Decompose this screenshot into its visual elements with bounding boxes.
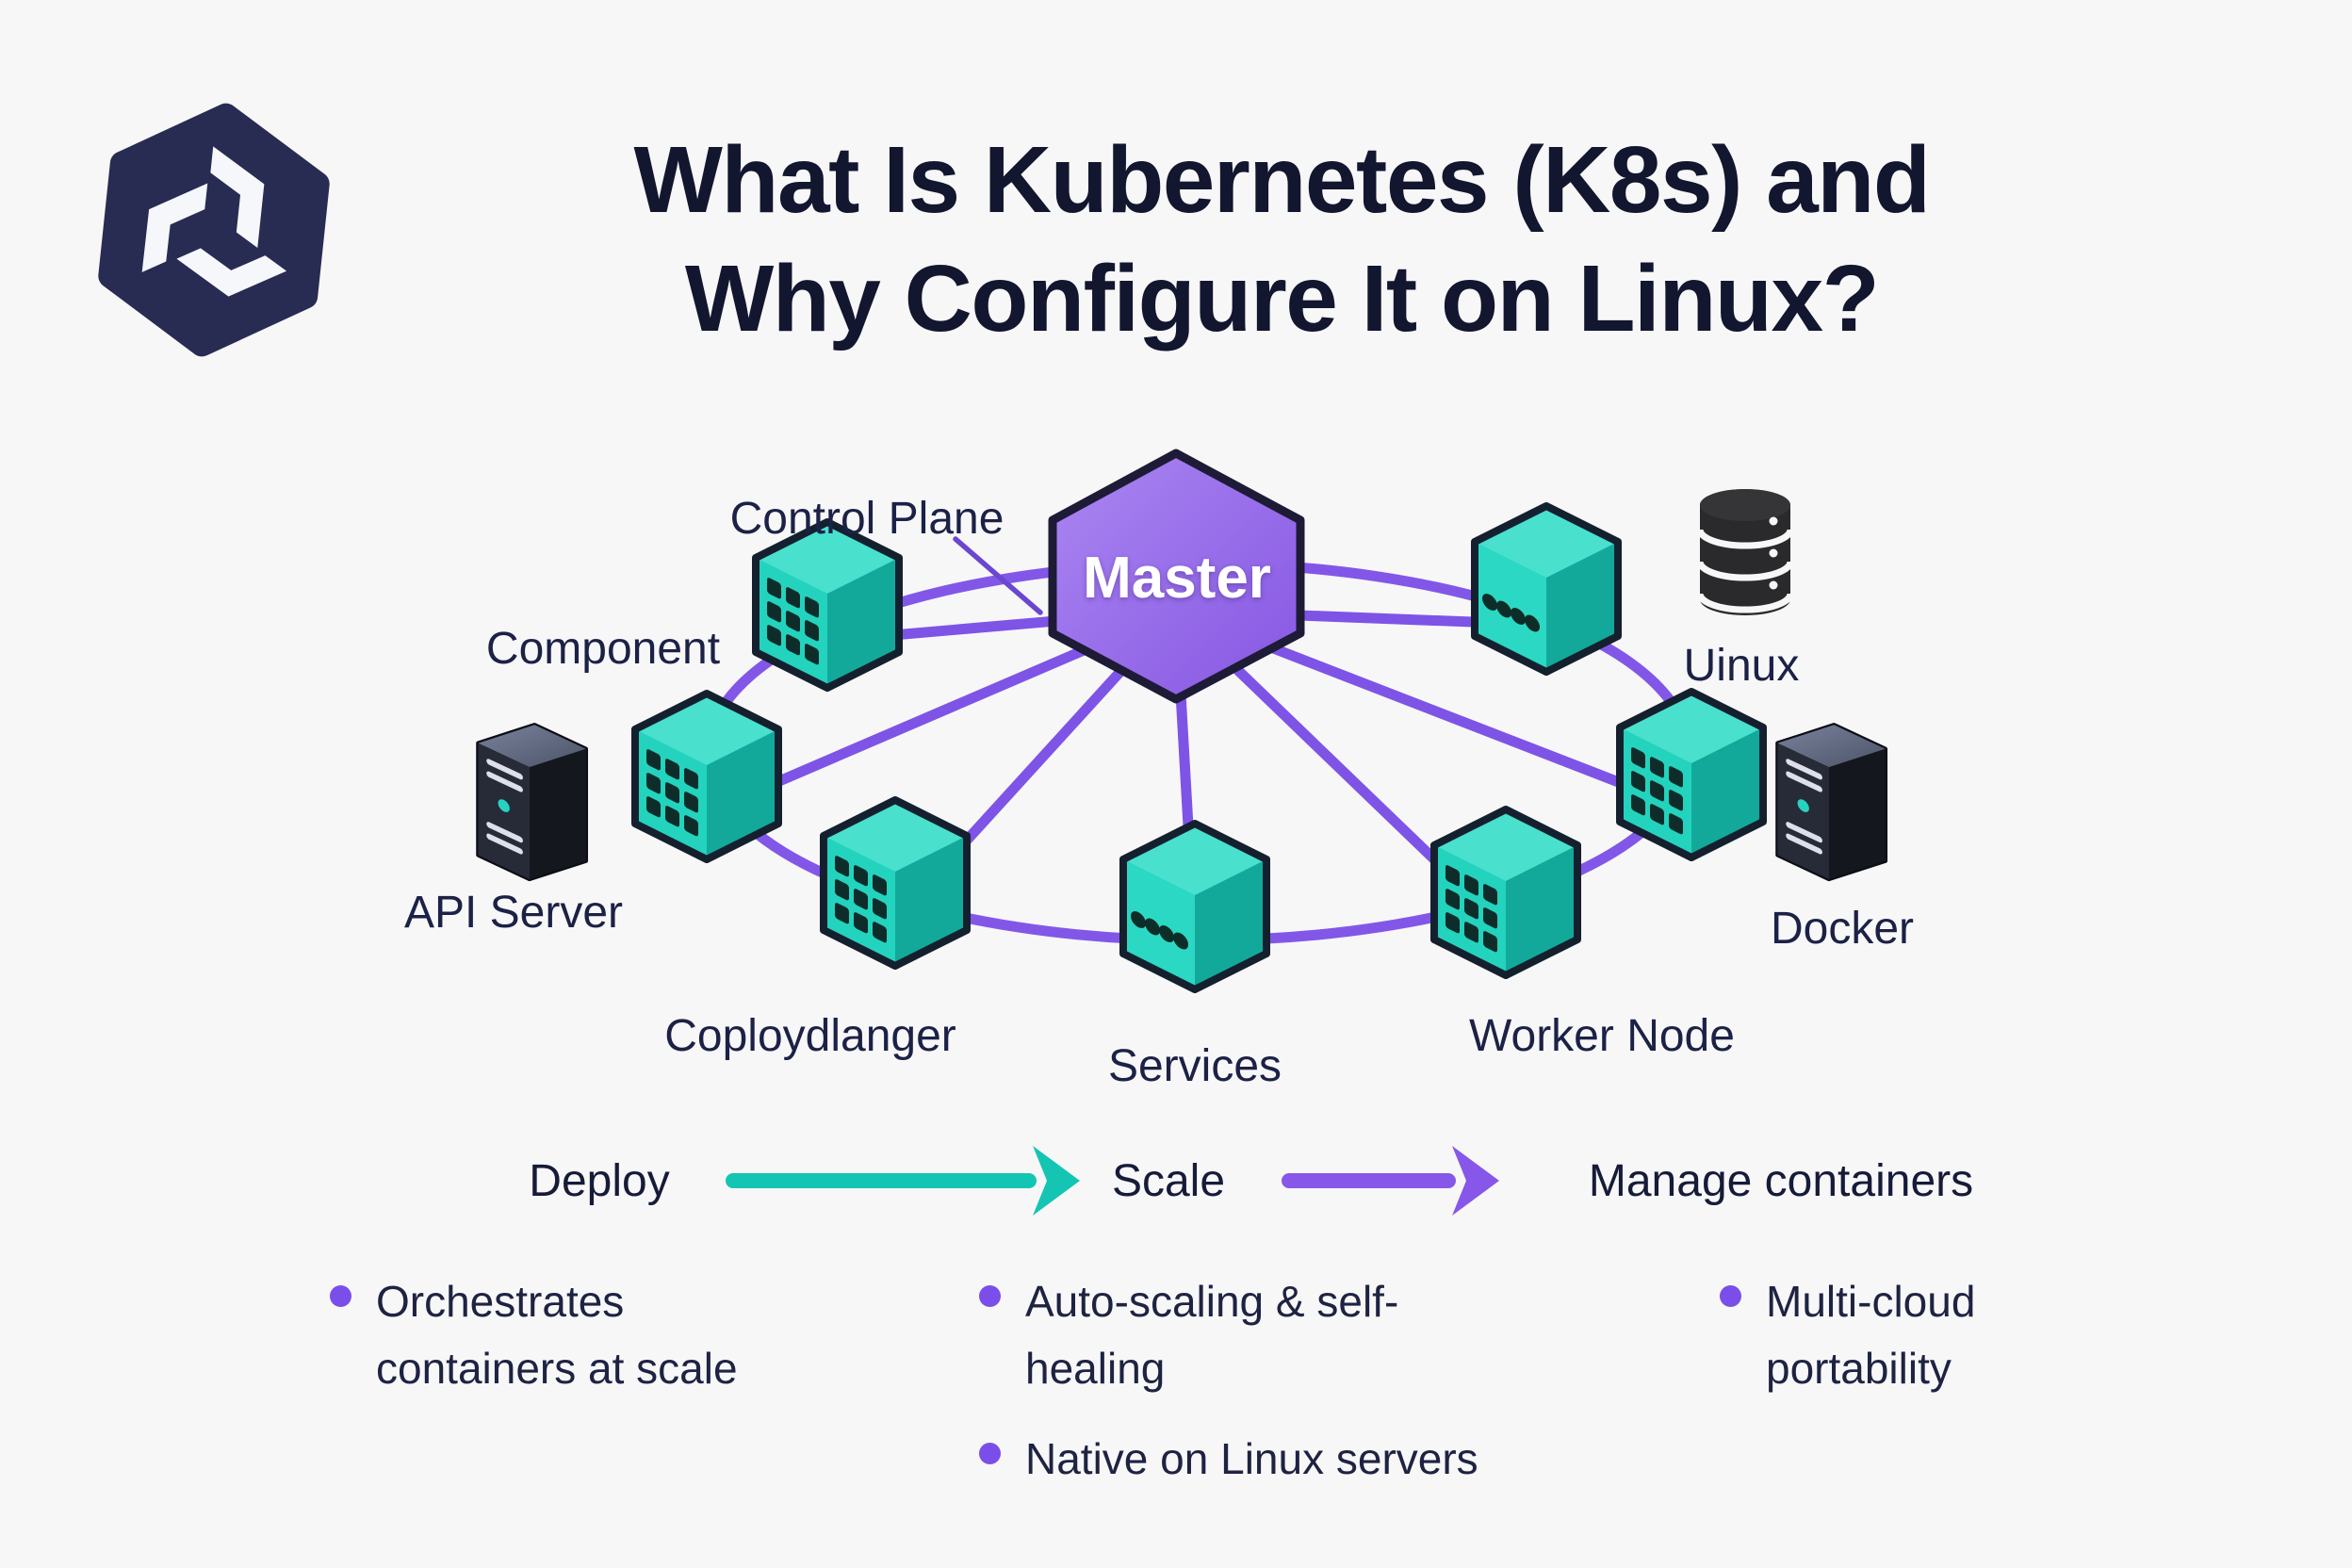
bullet-text: Multi-cloud portability xyxy=(1766,1277,1976,1394)
master-hexagon xyxy=(1048,449,1305,704)
deploy-to-scale-arrow xyxy=(726,1146,1080,1216)
flow-label-scale: Scale xyxy=(1111,1156,1226,1206)
label-worker-node: Worker Node xyxy=(1469,1011,1735,1061)
api-server-tower-icon xyxy=(478,725,585,879)
title-line-2: Why Configure It on Linux? xyxy=(684,246,1880,351)
bullet-dot-icon xyxy=(330,1285,351,1307)
bullet-text: Native on Linux servers xyxy=(1025,1434,1478,1483)
bullet-text: Orchestrates containers at scale xyxy=(376,1277,738,1394)
bullet-item: Auto-scaling & self-healing xyxy=(979,1268,1440,1403)
label-coploydlanger: Coploydlanger xyxy=(664,1011,956,1061)
bullet-item: Native on Linux servers xyxy=(979,1426,1704,1493)
control-plane-pointer-line xyxy=(953,536,1043,615)
uinux-cube-icon xyxy=(1475,506,1618,672)
flow-label-deploy: Deploy xyxy=(529,1156,670,1206)
label-services: Services xyxy=(1107,1041,1282,1091)
label-uinux: Uinux xyxy=(1683,641,1800,691)
bullet-text: Auto-scaling & self-healing xyxy=(1025,1277,1399,1394)
brand-logo-icon xyxy=(98,103,330,357)
title-line-1: What Is Kubernetes (K8s) and xyxy=(633,127,1931,233)
label-component: Component xyxy=(485,624,721,674)
bullet-dot-icon xyxy=(979,1285,1001,1307)
coploydlanger-cube-icon xyxy=(824,800,967,966)
bullet-dot-icon xyxy=(1720,1285,1741,1307)
label-control-plane: Control Plane xyxy=(729,494,1004,544)
label-master: Master xyxy=(1083,546,1271,611)
bullet-dot-icon xyxy=(979,1443,1001,1464)
worker-node-cube-icon xyxy=(1434,809,1577,975)
bullet-item: Multi-cloud portability xyxy=(1720,1268,2086,1403)
page-title: What Is Kubernetes (K8s) and Why Configu… xyxy=(349,121,2214,358)
bullet-item: Orchestrates containers at scale xyxy=(330,1268,791,1403)
component-cube-icon xyxy=(756,522,899,688)
docker-tower-icon xyxy=(1777,725,1885,879)
database-icon xyxy=(1700,489,1790,615)
scale-to-manage-arrow xyxy=(1282,1146,1499,1216)
right-cube-icon xyxy=(1620,692,1763,858)
left-cube-icon xyxy=(635,694,778,859)
label-docker: Docker xyxy=(1770,904,1915,954)
flow-label-manage: Manage containers xyxy=(1588,1156,1974,1206)
label-api-server: API Server xyxy=(403,888,624,938)
services-cube-icon xyxy=(1123,824,1266,989)
